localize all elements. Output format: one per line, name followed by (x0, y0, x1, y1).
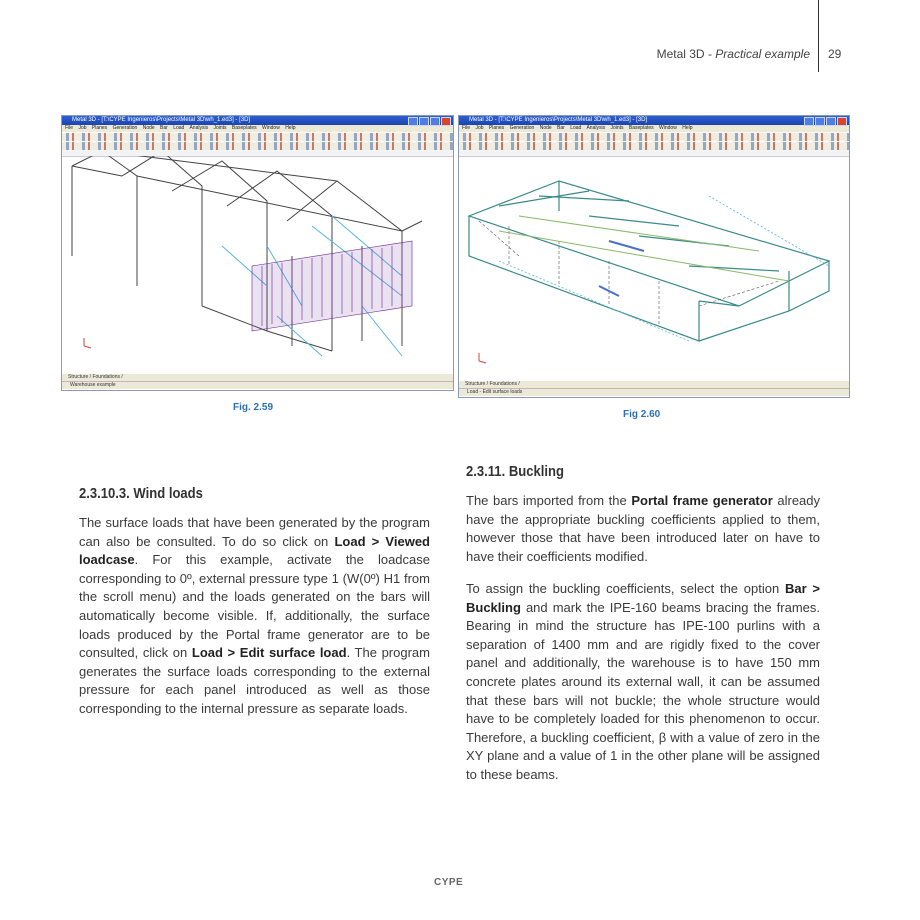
section-heading: 2.3.11. Buckling (466, 464, 564, 480)
text: . The program generates the surface load… (79, 645, 430, 716)
bracing (498, 195, 830, 342)
header-section: Metal 3D (656, 47, 705, 61)
paragraph: To assign the buckling coefficients, sel… (466, 580, 820, 785)
horizontal-scrollbar[interactable] (62, 150, 453, 157)
axes-icon (83, 338, 92, 349)
load-arrows (598, 240, 645, 297)
paragraph: The surface loads that have been generat… (79, 514, 430, 719)
window-titlebar: Metal 3D - [T:\CYPE Ingenieros\Projects\… (459, 116, 849, 126)
running-header: Metal 3D - Practical example (657, 47, 810, 61)
menu-path: Bar > Buckling (466, 581, 820, 615)
help-button[interactable] (408, 117, 418, 126)
header-separator: - (704, 47, 716, 61)
page-number: 29 (828, 47, 842, 61)
surface-loads (251, 240, 413, 332)
menu-bar[interactable]: File Job Planes Generation Node Bar Load… (62, 125, 453, 132)
minimize-button[interactable] (815, 117, 825, 126)
text: . For this example, activate the loadcas… (79, 552, 430, 661)
bold-term: Portal frame generator (631, 493, 773, 508)
view-tabs[interactable]: Structure / Foundations / (459, 381, 849, 388)
help-button[interactable] (804, 117, 814, 126)
view-tabs[interactable]: Structure / Foundations / (62, 374, 453, 381)
section-heading: 2.3.10.3. Wind loads (79, 486, 203, 502)
figure-caption: Fig. 2.59 (233, 402, 274, 413)
minimize-button[interactable] (419, 117, 429, 126)
paragraph: The bars imported from the Portal frame … (466, 492, 820, 566)
screenshot-fig-2-60: Metal 3D - [T:\CYPE Ingenieros\Projects\… (458, 115, 850, 398)
menu-bar[interactable]: File Job Planes Generation Node Bar Load… (459, 125, 849, 132)
figure-caption: Fig 2.60 (623, 409, 661, 420)
maximize-button[interactable] (430, 117, 440, 126)
axes-icon (478, 353, 487, 364)
menu-path: Load > Viewed loadcase (79, 533, 430, 568)
window-titlebar: Metal 3D - [T:\CYPE Ingenieros\Projects\… (62, 116, 453, 126)
text: already have the appropriate buckling co… (466, 493, 821, 564)
text: To assign the buckling coefficients, sel… (466, 581, 785, 596)
toolbar-2[interactable] (62, 141, 453, 150)
text: The surface loads that have been generat… (79, 515, 430, 549)
purlins (498, 215, 790, 282)
close-button[interactable] (837, 117, 847, 126)
toolbar[interactable] (62, 132, 453, 141)
window-title: Metal 3D - [T:\CYPE Ingenieros\Projects\… (72, 117, 251, 123)
horizontal-scrollbar[interactable] (459, 150, 849, 157)
bracing (221, 215, 403, 357)
header-divider (818, 0, 819, 72)
text: The bars imported from the (466, 493, 632, 508)
status-bar: Load - Edit surface loads (459, 388, 849, 396)
footer-brand: CYPE (434, 877, 464, 888)
maximize-button[interactable] (826, 117, 836, 126)
3d-view[interactable] (459, 156, 849, 376)
menu-path: Load > Edit surface load (191, 645, 347, 661)
text: and mark the IPE-160 beams bracing the f… (466, 599, 820, 782)
header-subtitle: Practical example (715, 47, 810, 61)
close-button[interactable] (441, 117, 451, 126)
screenshot-fig-2-59: Metal 3D - [T:\CYPE Ingenieros\Projects\… (61, 115, 454, 391)
members (478, 220, 780, 326)
toolbar-2[interactable] (459, 141, 849, 150)
3d-view[interactable] (62, 156, 453, 371)
toolbar[interactable] (459, 132, 849, 141)
status-bar: Warehouse example (62, 381, 453, 389)
warehouse-frame (467, 180, 831, 342)
window-title: Metal 3D - [T:\CYPE Ingenieros\Projects\… (469, 117, 648, 123)
